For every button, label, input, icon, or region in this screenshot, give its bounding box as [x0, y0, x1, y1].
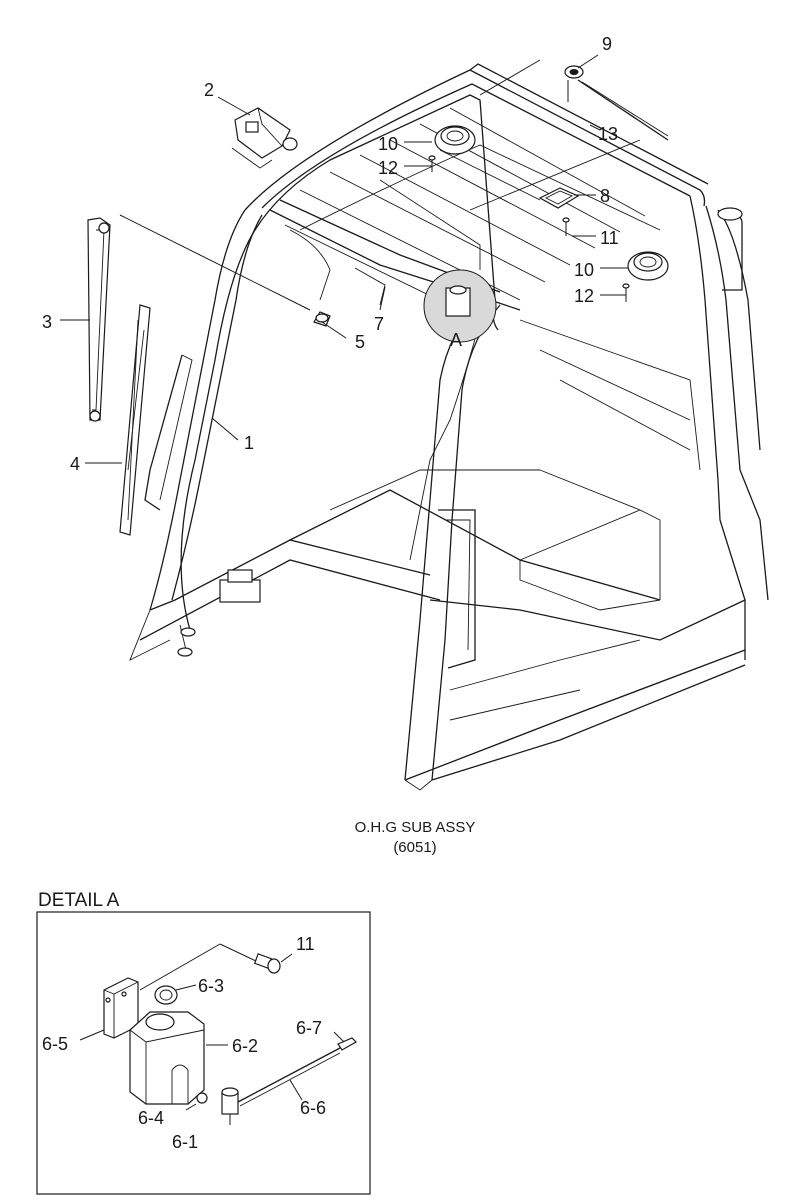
- detail-callout-6-4: 6-4: [138, 1108, 164, 1128]
- callout-1: 1: [244, 433, 254, 453]
- roof-parts: [177, 65, 669, 657]
- antenna: [564, 65, 669, 141]
- speaker-right: [627, 251, 669, 281]
- hose-clip: [354, 267, 386, 306]
- screw-right: [622, 283, 630, 302]
- detail-a-marker: [423, 269, 497, 343]
- detail-callouts: 11 6-3 6-5 6-2 6-7 6-4 6-6 6-1: [42, 934, 326, 1152]
- room-lamp: [538, 187, 580, 209]
- cab-frame: [129, 63, 769, 791]
- detail-callout-6-1: 6-1: [172, 1132, 198, 1152]
- detail-title: DETAIL A: [38, 890, 120, 911]
- detail-nozzle: [333, 1031, 357, 1051]
- callout-7: 7: [374, 314, 384, 334]
- callout-3: 3: [42, 312, 52, 332]
- assembly-code: (6051): [393, 839, 436, 856]
- callout-10-right: 10: [574, 260, 594, 280]
- detail-callout-6-6: 6-6: [300, 1098, 326, 1118]
- detail-callout-11: 11: [296, 934, 315, 954]
- washer-tank: [129, 1011, 205, 1105]
- speaker-left: [434, 125, 476, 155]
- screw-left: [428, 155, 436, 172]
- detail-callout-6-7: 6-7: [296, 1018, 322, 1038]
- detail-callout-6-5: 6-5: [42, 1034, 68, 1054]
- callout-12-right: 12: [574, 286, 594, 306]
- leader-lines: [60, 54, 628, 464]
- callout-5: 5: [355, 332, 365, 352]
- callout-8: 8: [600, 186, 610, 206]
- callout-11: 11: [600, 228, 619, 248]
- tank-cap: [154, 984, 197, 1005]
- detail-box: [36, 911, 371, 1195]
- callout-4: 4: [70, 454, 80, 474]
- wiper-arm: [87, 217, 111, 422]
- wiper-motor: [231, 107, 298, 169]
- assembly-title: O.H.G SUB ASSY: [355, 819, 476, 836]
- lamp-screw: [562, 217, 570, 236]
- callout-2: 2: [204, 80, 214, 100]
- washer-nozzle: [313, 311, 331, 327]
- callout-13: 13: [598, 124, 618, 144]
- detail-callout-6-2: 6-2: [232, 1036, 258, 1056]
- detail-parts: [79, 943, 357, 1125]
- callout-12-left: 12: [378, 158, 398, 178]
- detail-hose: [237, 1047, 341, 1107]
- grommet: [185, 1092, 208, 1111]
- wiper-blade: [119, 304, 151, 536]
- washer-pump: [221, 1087, 239, 1125]
- callout-10-left: 10: [378, 134, 398, 154]
- callout-labels: 2 3 4 1 5 7 9 13 10 12 8 11 10 12 A: [42, 34, 619, 474]
- detail-a-letter: A: [450, 330, 462, 350]
- detail-callout-6-3: 6-3: [198, 976, 224, 996]
- detail-bolt: [219, 943, 293, 974]
- callout-9: 9: [602, 34, 612, 54]
